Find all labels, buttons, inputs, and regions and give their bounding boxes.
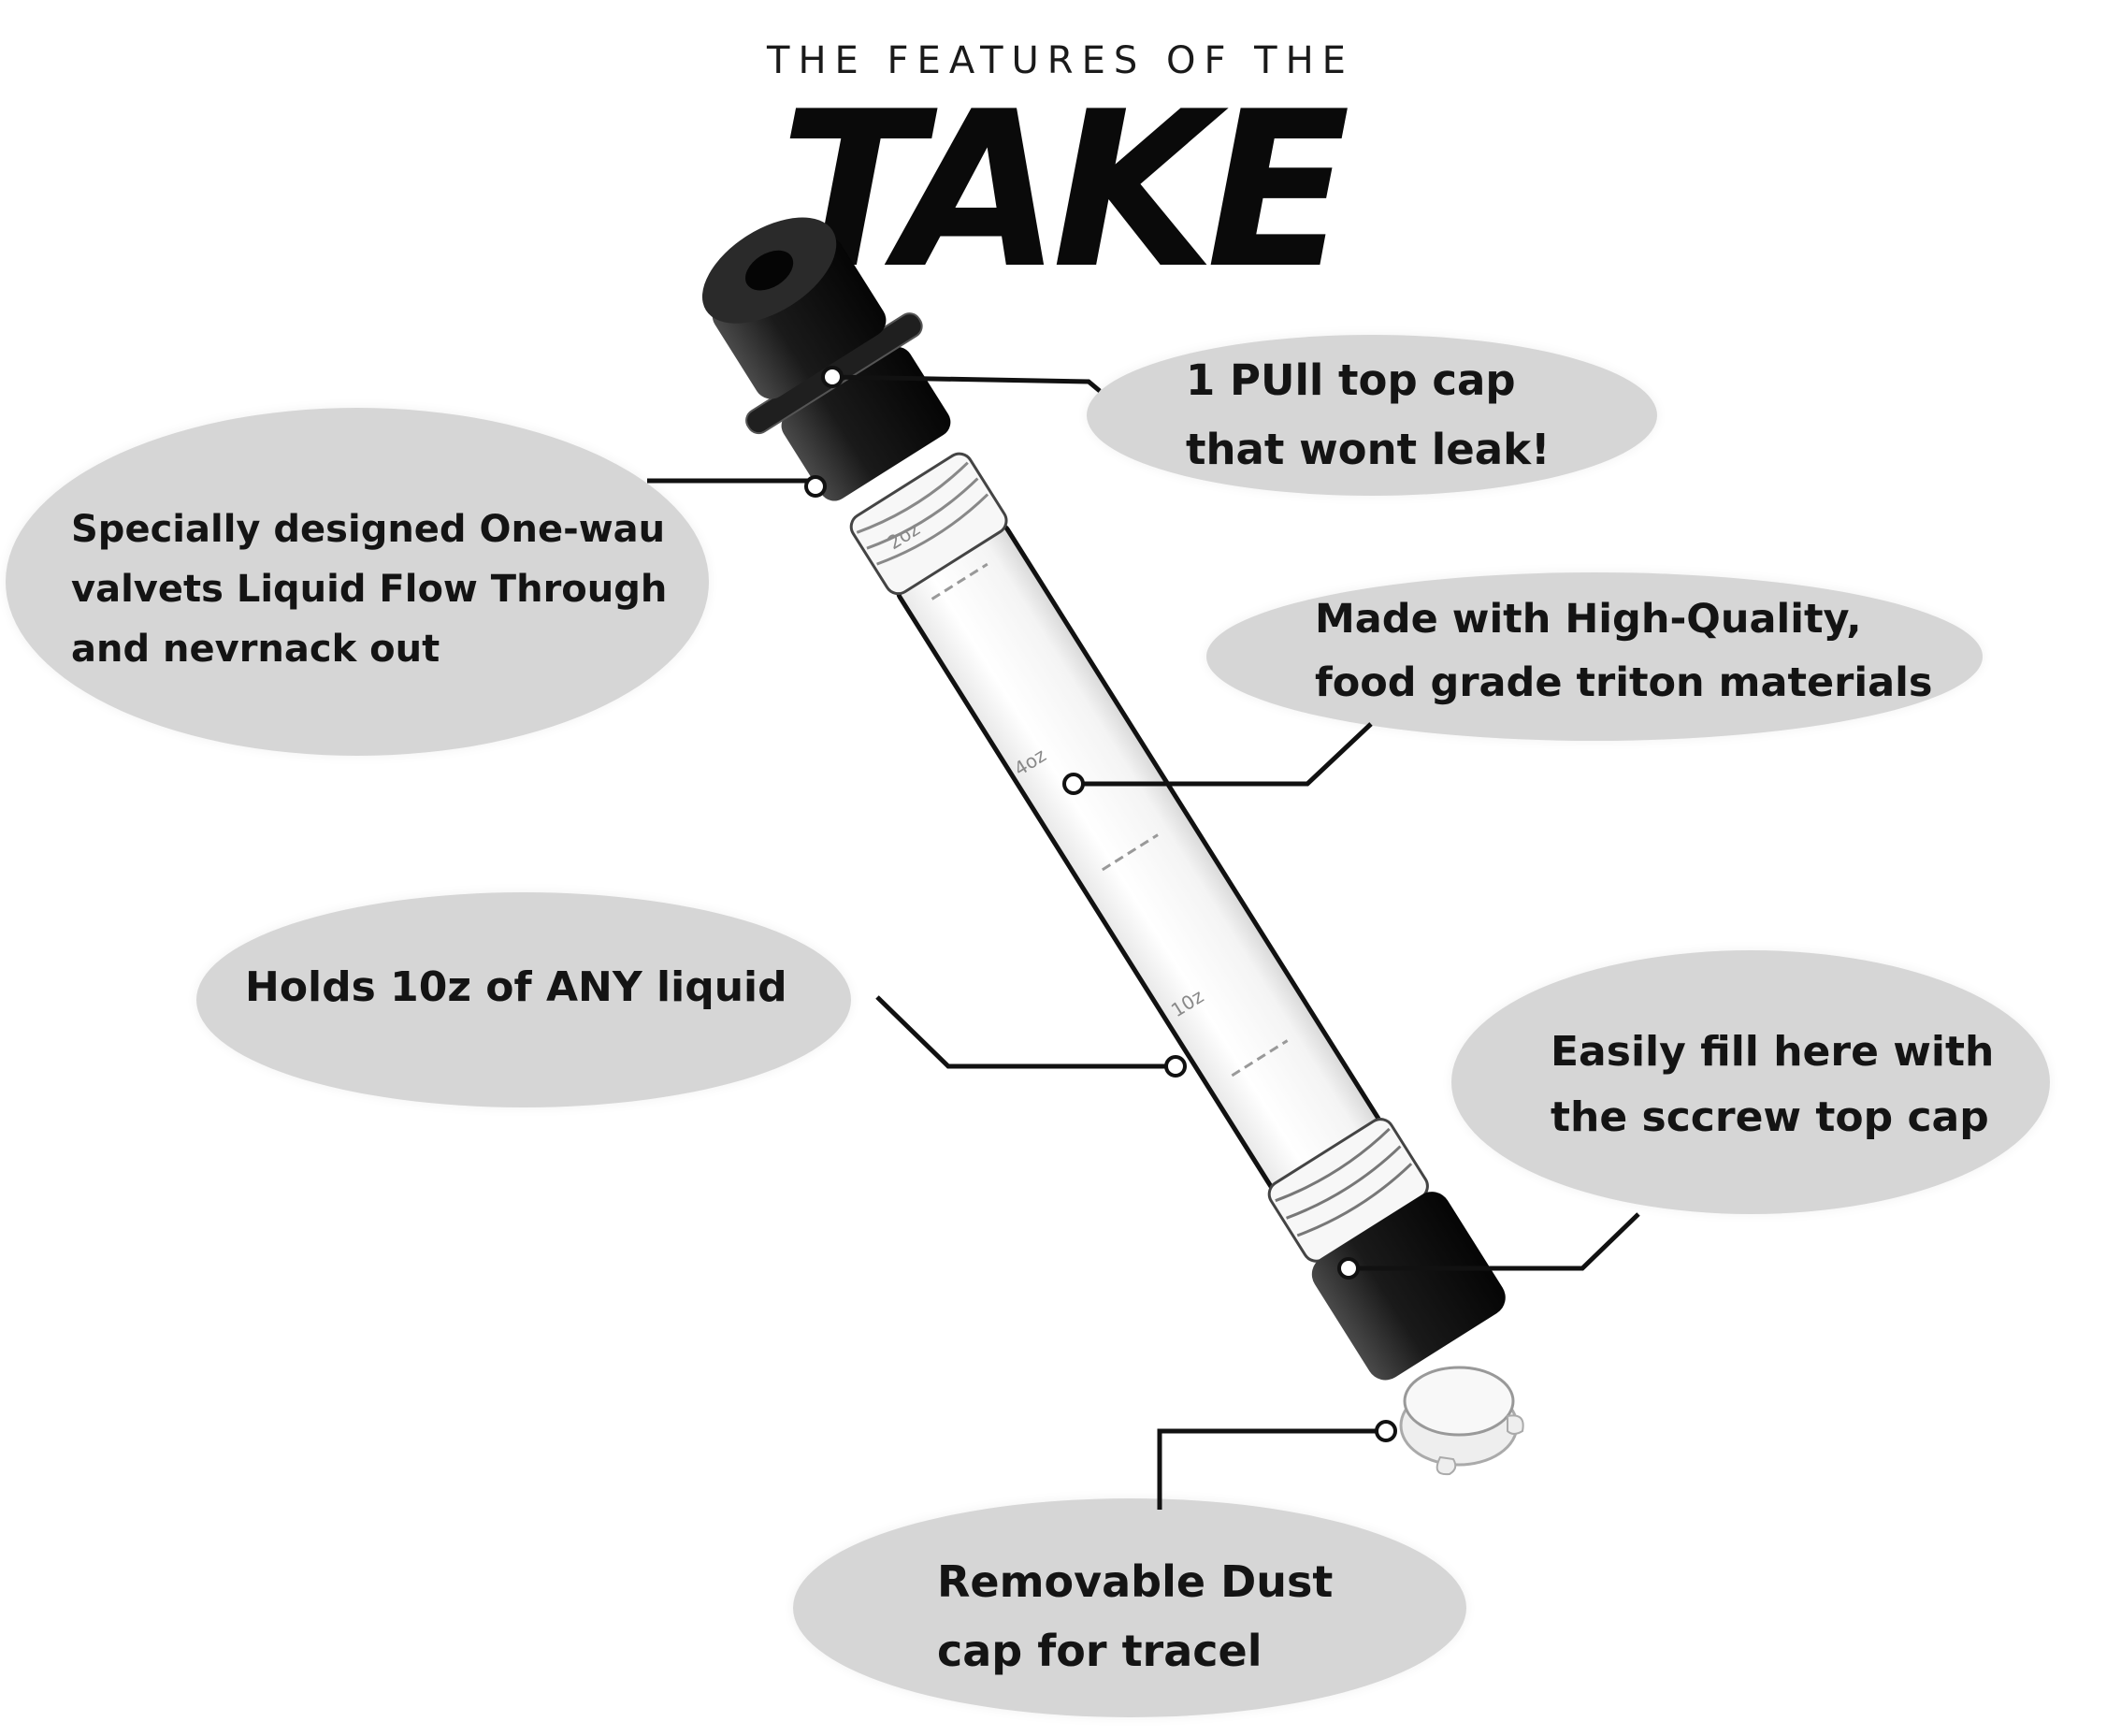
leader-dust-cap <box>1157 1428 1386 1510</box>
leader-fill <box>1349 1212 1640 1271</box>
bubble-materials <box>1206 572 1983 741</box>
callout-materials: Made with High-Quality, food grade trito… <box>1315 596 1933 706</box>
leader-materials <box>1074 722 1373 787</box>
bubble-top-cap <box>1087 335 1657 496</box>
callout-fill: Easily fill here with the sccrew top cap <box>1551 1028 1995 1141</box>
dust-cap <box>1399 1366 1524 1476</box>
bubble-valve <box>6 408 709 756</box>
callout-capacity: Holds 10z of ANY liquid <box>245 963 787 1011</box>
bubble-capacity <box>196 892 851 1107</box>
callout-top-cap: 1 PUll top cap that wont leak! <box>1186 355 1551 474</box>
bubble-dust-cap <box>793 1498 1466 1717</box>
callout-valve: Specially designed One-wau valvets Liqui… <box>71 508 668 671</box>
tube <box>701 217 1506 1381</box>
bubble-fill <box>1451 950 2050 1214</box>
header-title: TAKE <box>779 66 1350 316</box>
leader-capacity <box>875 995 1176 1069</box>
header-subtitle: THE FEATURES OF THE <box>767 39 1354 82</box>
callout-dust-cap: Removable Dust cap for tracel <box>937 1556 1334 1676</box>
leader-top-cap <box>831 374 1102 393</box>
